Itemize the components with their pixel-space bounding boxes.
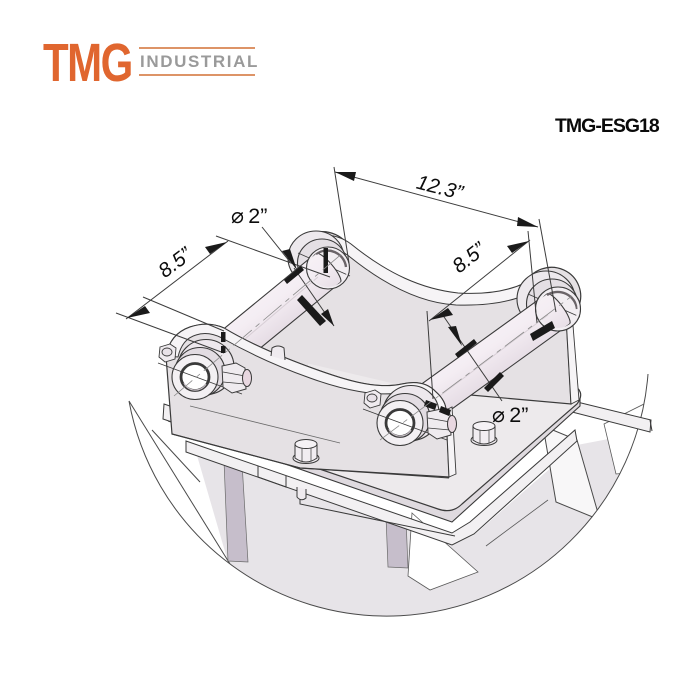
svg-text:⌀ 2”: ⌀ 2” <box>492 403 528 427</box>
svg-text:8.5”: 8.5” <box>448 237 491 278</box>
svg-text:12.3”: 12.3” <box>414 171 466 205</box>
svg-text:⌀ 2”: ⌀ 2” <box>231 204 267 228</box>
svg-text:8.5”: 8.5” <box>154 242 197 282</box>
